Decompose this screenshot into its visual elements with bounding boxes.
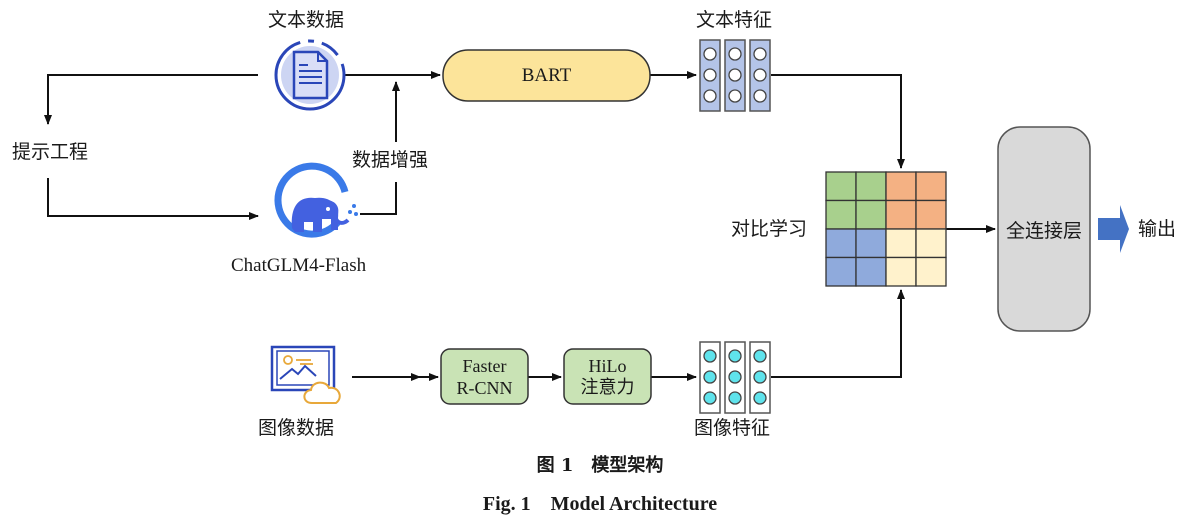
feature-node <box>703 349 717 363</box>
edge-chatglm-to-augment <box>360 182 397 215</box>
document-icon <box>274 39 346 111</box>
feature-node <box>728 349 742 363</box>
feature-node <box>728 68 742 82</box>
grid-cell <box>825 171 857 202</box>
faster-rcnn-box <box>440 348 529 405</box>
elephant-icon <box>274 162 358 238</box>
grid-cell <box>825 199 857 230</box>
image-features-label: 图像特征 <box>694 417 771 439</box>
grid-cell <box>825 256 857 287</box>
hilo-box <box>563 348 652 405</box>
feature-node <box>753 349 767 363</box>
text-data-label: 文本数据 <box>268 9 345 31</box>
grid-cell <box>915 256 947 287</box>
output-arrow-icon <box>1098 205 1129 253</box>
feature-node <box>728 47 742 61</box>
text-feature-vectors <box>699 39 771 112</box>
feature-node <box>753 391 767 405</box>
grid-cell <box>885 256 917 287</box>
feature-node <box>728 370 742 384</box>
contrastive-grid <box>825 171 947 287</box>
grid-cell <box>855 228 887 259</box>
feature-node <box>753 47 767 61</box>
feature-node <box>753 68 767 82</box>
hilo-label: HiLo 注意力 <box>564 349 651 404</box>
edge-prompt-to-chatglm <box>47 178 259 220</box>
fc-layer-box <box>997 126 1091 332</box>
image-feature-vectors <box>699 341 771 414</box>
image-cloud-icon <box>270 345 341 404</box>
edge-imgfeat-to-grid <box>771 289 905 378</box>
grid-cell <box>855 171 887 202</box>
feature-node <box>753 89 767 103</box>
grid-cell <box>855 256 887 287</box>
figure-caption-cn: 图 1 模型架构 <box>536 455 664 476</box>
chatglm-label: ChatGLM4-Flash <box>231 255 367 276</box>
grid-cell <box>915 199 947 230</box>
grid-cell <box>855 199 887 230</box>
feature-node <box>703 391 717 405</box>
feature-node <box>703 68 717 82</box>
grid-cell <box>885 171 917 202</box>
output-label: 输出 <box>1138 218 1177 240</box>
contrastive-learning-label: 对比学习 <box>731 218 808 240</box>
grid-cell <box>915 171 947 202</box>
faster-rcnn-line1: Faster <box>462 355 507 376</box>
feature-node <box>703 89 717 103</box>
hilo-line1: HiLo <box>588 355 627 376</box>
grid-cell <box>885 199 917 230</box>
hilo-line2: 注意力 <box>580 376 635 398</box>
bart-box <box>442 49 651 102</box>
fc-layer-label: 全连接层 <box>1005 219 1082 242</box>
grid-cell <box>825 228 857 259</box>
prompt-engineering-label: 提示工程 <box>12 141 89 163</box>
feature-node <box>728 391 742 405</box>
grid-cell <box>915 228 947 259</box>
figure-caption-en: Fig. 1 Model Architecture <box>482 493 718 515</box>
edge-textdata-to-prompt <box>44 74 258 125</box>
image-data-label: 图像数据 <box>258 417 335 439</box>
bart-label: BART <box>521 64 572 86</box>
feature-node <box>753 370 767 384</box>
edge-textfeat-to-grid <box>771 74 905 169</box>
faster-rcnn-line2: R-CNN <box>456 377 513 398</box>
feature-node <box>703 370 717 384</box>
data-augmentation-label: 数据增强 <box>352 149 429 171</box>
feature-node <box>703 47 717 61</box>
grid-cell <box>885 228 917 259</box>
feature-node <box>728 89 742 103</box>
text-features-label: 文本特征 <box>696 9 773 31</box>
faster-rcnn-label: Faster R-CNN <box>441 349 528 404</box>
